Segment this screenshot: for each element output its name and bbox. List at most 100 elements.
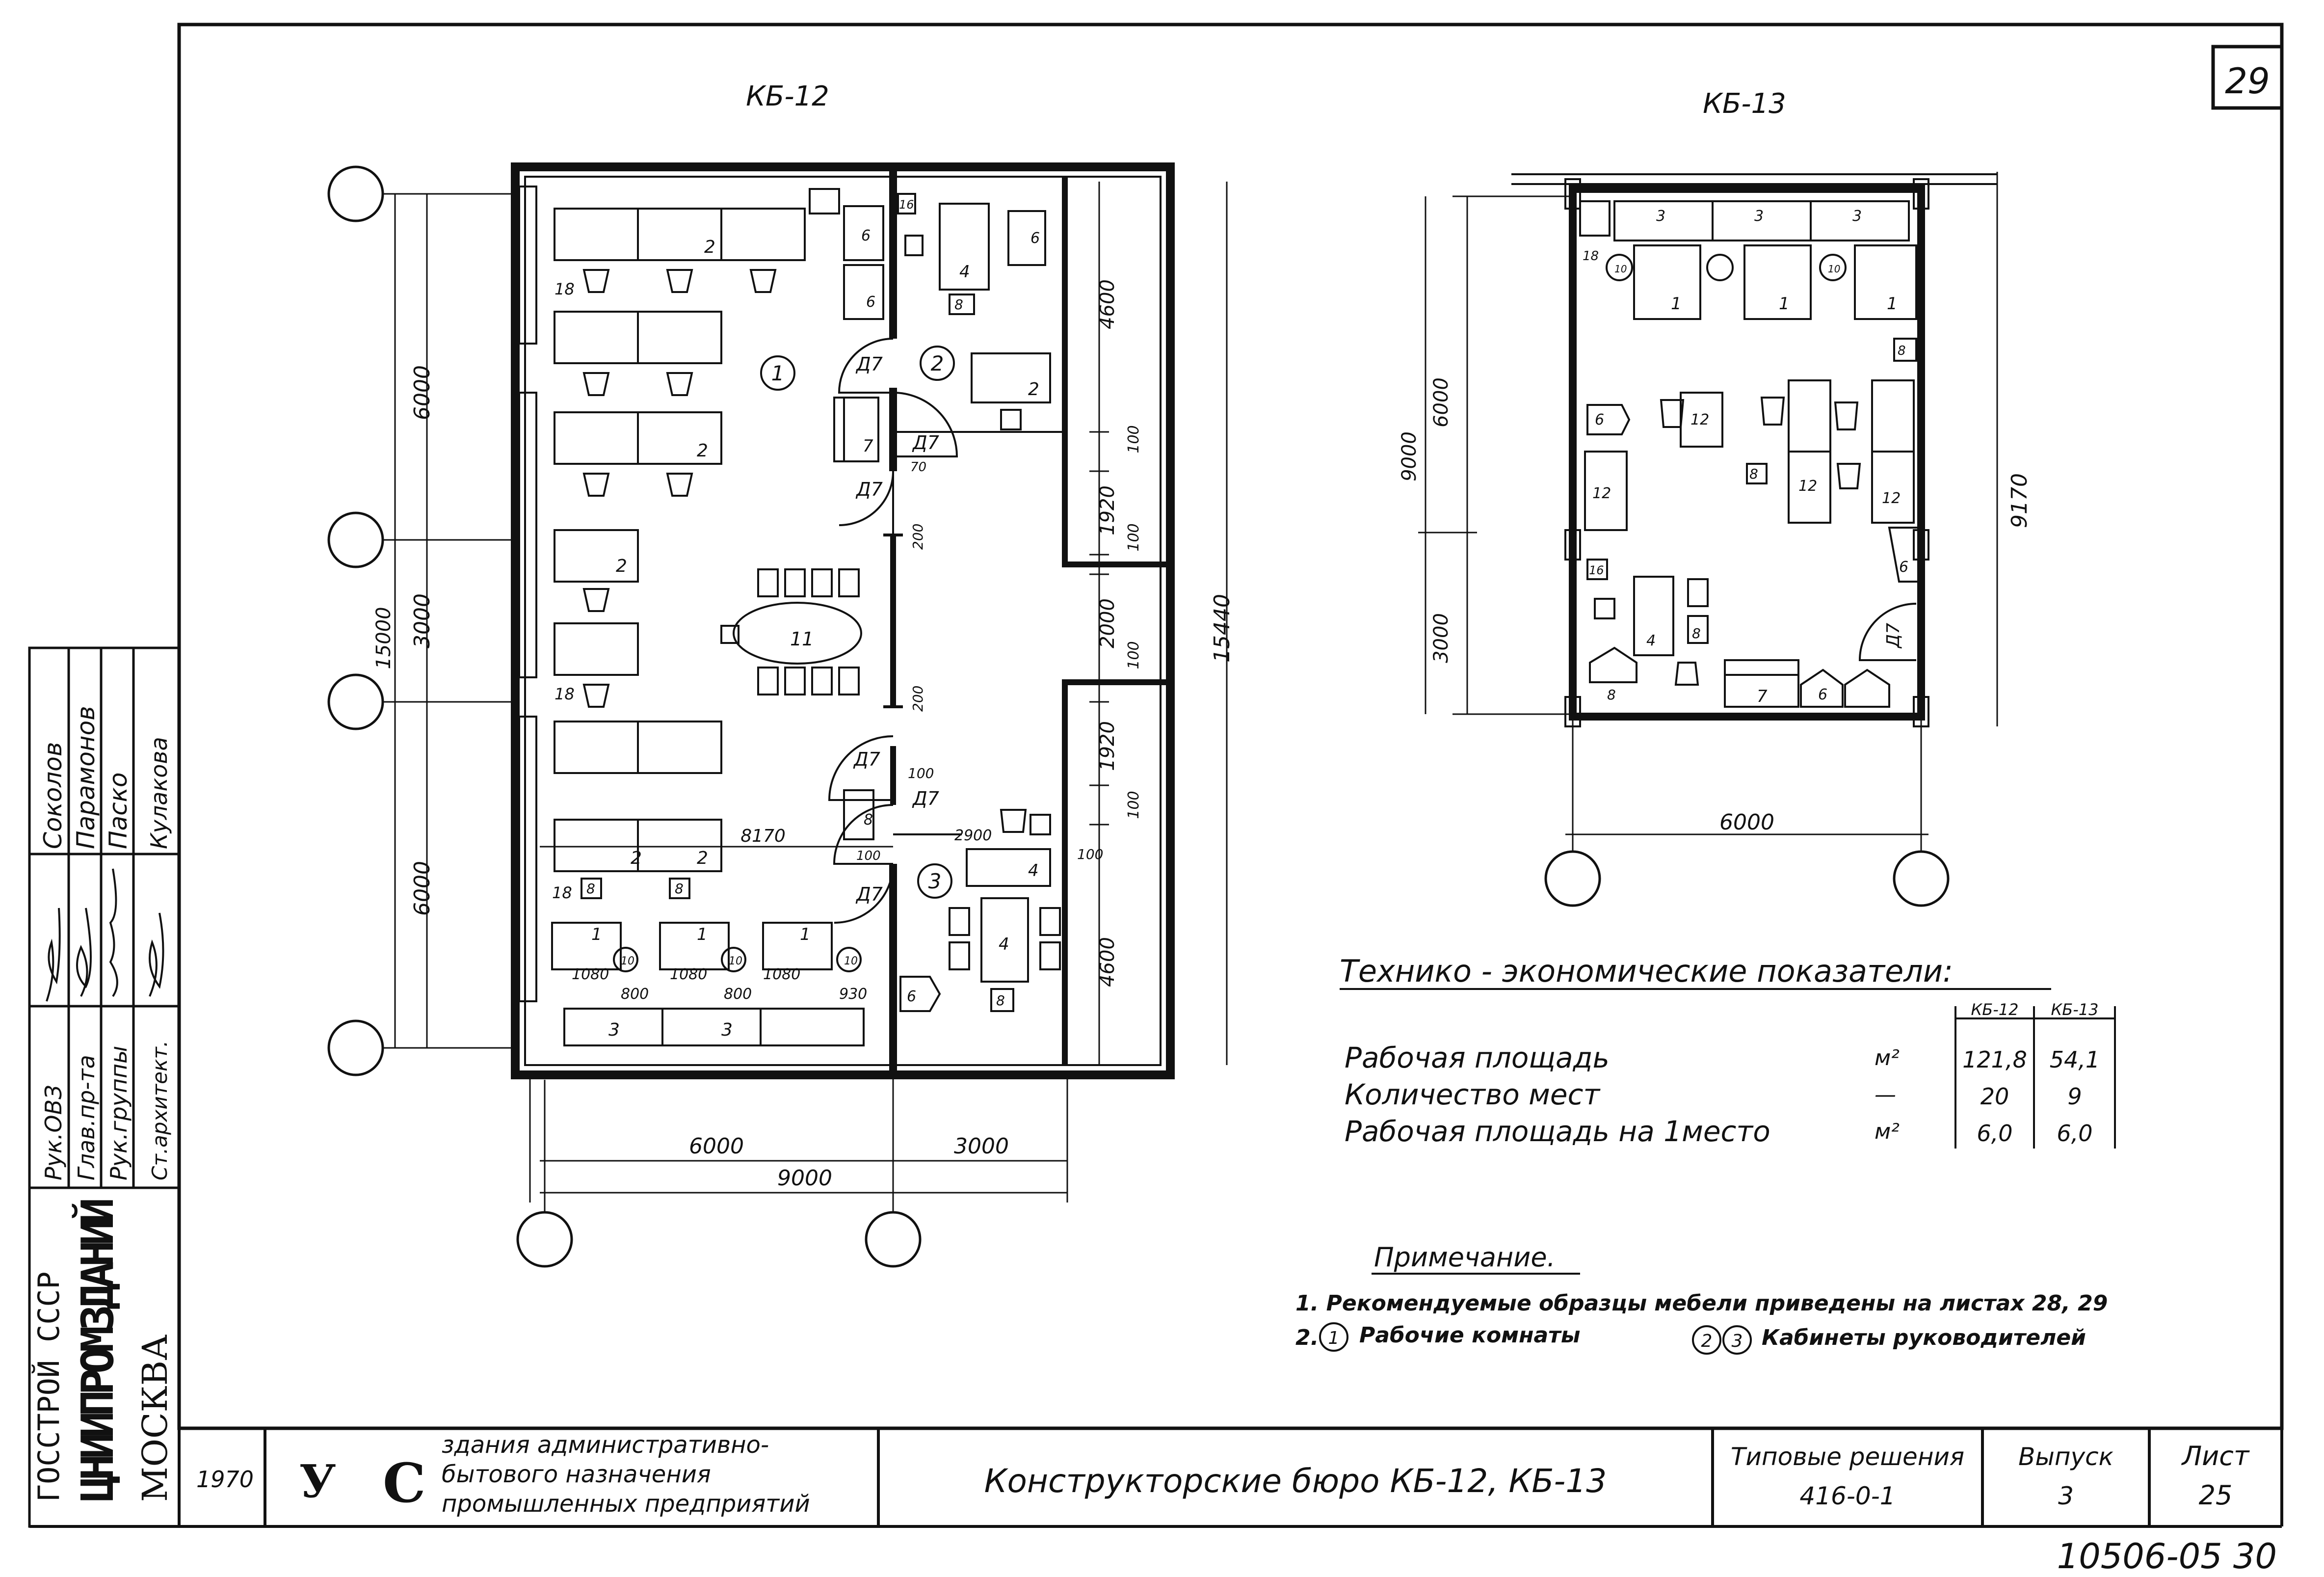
dimension-texts-kb13: 6000 3000 9000 9170 6000 xyxy=(1398,377,2032,835)
label-stool: 10 xyxy=(621,955,634,967)
label-radiator: 18 xyxy=(1583,249,1599,264)
stamp-signatures xyxy=(46,868,164,1002)
dim-inner-200a: 200 xyxy=(910,524,926,550)
dim-right-e: 2000 xyxy=(1096,598,1119,648)
dim-kb13-left-total: 9000 xyxy=(1398,431,1421,481)
label-chair: 8 xyxy=(1692,625,1701,641)
label-armchair: 7 xyxy=(1757,687,1768,706)
dim-left-bottom: 6000 xyxy=(410,861,435,916)
tb-issue-value: 3 xyxy=(2058,1482,2074,1510)
door-d7-1: Д7 xyxy=(855,353,883,375)
indicators-col-kb12: КБ-12 xyxy=(1971,1000,2019,1019)
dim-w2: 1080 xyxy=(670,966,707,983)
label-sofa: 6 xyxy=(1595,411,1604,428)
indicator-row-2-unit: — xyxy=(1875,1082,1896,1107)
room-mark-2: 2 xyxy=(931,351,944,375)
label-table: 1 xyxy=(697,925,708,944)
stamp-name-1: Соколов xyxy=(39,742,67,849)
tb-title: Конструкторские бюро КБ-12, КБ-13 xyxy=(984,1462,1607,1500)
note-1: 1. Рекомендуемые образцы мебели приведен… xyxy=(1295,1291,2108,1316)
label-chair: 8 xyxy=(996,992,1005,1009)
tb-category-l2: бытового назначения xyxy=(442,1461,711,1488)
dim-right-h: 100 xyxy=(1125,791,1142,819)
label-chair: 8 xyxy=(1749,466,1758,482)
indicator-row-3-kb12: 6,0 xyxy=(1977,1120,2012,1147)
label-chair: 8 xyxy=(586,881,595,897)
label-stool: 10 xyxy=(729,955,742,967)
title-block: 1970 У С здания административно- бытовог… xyxy=(179,1427,2282,1577)
dim-right-b: 100 xyxy=(1125,425,1142,453)
indicator-row-3-name: Рабочая площадь на 1место xyxy=(1345,1115,1770,1148)
label-desk: 12 xyxy=(1690,411,1709,428)
stamp-org-city: МОСКВА xyxy=(135,1335,175,1502)
dim-inner-100a: 100 xyxy=(856,849,881,863)
indicator-row-2-kb13: 9 xyxy=(2067,1083,2082,1110)
dim-g2: 800 xyxy=(724,986,752,1003)
label-table: 1 xyxy=(1779,294,1790,314)
label-chair: 8 xyxy=(954,296,963,313)
label-desk: 2 xyxy=(631,848,642,868)
label-safe: 16 xyxy=(1589,563,1604,577)
indicator-row-3-kb13: 6,0 xyxy=(2057,1120,2092,1147)
indicator-row-2-name: Количество мест xyxy=(1345,1078,1601,1111)
label-desk: 12 xyxy=(1592,485,1611,502)
tb-letter-c: С xyxy=(383,1451,426,1515)
stamp-name-2: Парамонов xyxy=(72,706,100,849)
label-chair: 8 xyxy=(1898,344,1906,358)
label-safe: 16 xyxy=(899,198,914,212)
walls-kb12 xyxy=(511,162,1175,1079)
label-stool: 10 xyxy=(844,955,858,967)
label-table: 1 xyxy=(1887,294,1898,314)
label-chair: 8 xyxy=(1607,687,1616,703)
label-sofa: 6 xyxy=(1818,686,1827,703)
notes-title: Примечание. xyxy=(1374,1242,1556,1273)
dim-kb13-left-bottom: 3000 xyxy=(1430,613,1452,663)
indicator-row-1-name: Рабочая площадь xyxy=(1345,1041,1610,1074)
note-2-mark-2: 2 xyxy=(1701,1331,1713,1351)
label-desk: 2 xyxy=(616,556,627,576)
label-table: 1 xyxy=(591,925,602,944)
indicators-table: Технико - экономические показатели: КБ-1… xyxy=(1340,953,2116,1149)
dim-left-mid: 3000 xyxy=(410,593,435,648)
label-desk: 12 xyxy=(1798,478,1817,495)
stamp-org-gosstroy: ГОССТРОЙ СССР xyxy=(31,1271,66,1502)
doors-kb12 xyxy=(828,338,958,924)
label-table: 1 xyxy=(1671,294,1682,314)
indicator-row-1-unit: м² xyxy=(1875,1045,1900,1070)
note-2-heads-offices: Кабинеты руководителей xyxy=(1762,1325,2086,1350)
sheet-number: 29 xyxy=(2225,60,2270,102)
label-cabinet: 3 xyxy=(1754,208,1764,225)
plan-kb13-title: КБ-13 xyxy=(1703,88,1786,120)
label-desk: 2 xyxy=(697,441,708,461)
dimension-texts-kb12: 6000 3000 6000 15000 15440 4600 100 1920… xyxy=(372,279,1235,1191)
dim-g3: 930 xyxy=(839,986,867,1003)
dim-left-total: 15000 xyxy=(372,607,395,669)
indicator-row-1-kb13: 54,1 xyxy=(2050,1046,2100,1073)
dim-kb13-right-total: 9170 xyxy=(2007,473,2032,528)
label-sofa: 6 xyxy=(866,294,875,311)
dim-w1: 1080 xyxy=(572,966,609,983)
plan-kb12-title: КБ-12 xyxy=(746,80,829,112)
label-desk: 2 xyxy=(704,237,715,257)
note-2-mark-3: 3 xyxy=(1732,1331,1743,1351)
label-chair-desk: 4 xyxy=(999,935,1009,954)
label-cabinet: 3 xyxy=(1656,208,1665,225)
label-sofa: 6 xyxy=(1899,559,1908,576)
dim-right-d: 100 xyxy=(1125,523,1142,551)
tb-issue-label: Выпуск xyxy=(2018,1443,2113,1471)
label-desk: 2 xyxy=(1028,379,1039,400)
walls-kb13 xyxy=(1511,173,1997,727)
tb-category-l3: промышленных предприятий xyxy=(442,1490,810,1518)
tb-year: 1970 xyxy=(196,1466,254,1493)
indicator-row-3-unit: м² xyxy=(1875,1119,1900,1144)
stamp-role-2: Глав.пр-та xyxy=(73,1055,100,1180)
dim-right-c: 1920 xyxy=(1096,485,1119,535)
indicators-title: Технико - экономические показатели: xyxy=(1340,953,1953,989)
label-armchair: 7 xyxy=(863,436,873,456)
dim-kb13-left-top: 6000 xyxy=(1430,377,1452,428)
furniture-labels-kb12: 2 2 2 2 2 2 1 1 1 3 3 4 4 4 6 6 6 6 7 8 … xyxy=(552,198,1040,1040)
note-2-work-rooms: Рабочие комнаты xyxy=(1359,1323,1581,1348)
label-stool: 10 xyxy=(1614,263,1627,275)
furniture-kb13 xyxy=(1579,200,1920,708)
